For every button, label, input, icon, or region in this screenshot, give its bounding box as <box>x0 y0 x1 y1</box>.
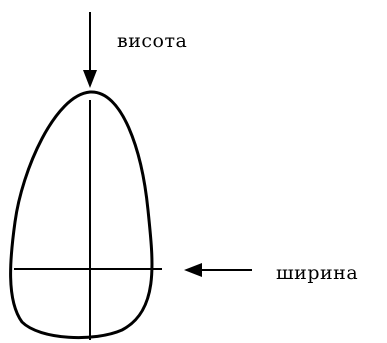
height-arrow <box>83 12 97 88</box>
height-label: висота <box>117 32 187 51</box>
width-label: ширина <box>276 264 358 283</box>
egg-outline <box>11 92 152 338</box>
width-arrow <box>184 263 252 277</box>
